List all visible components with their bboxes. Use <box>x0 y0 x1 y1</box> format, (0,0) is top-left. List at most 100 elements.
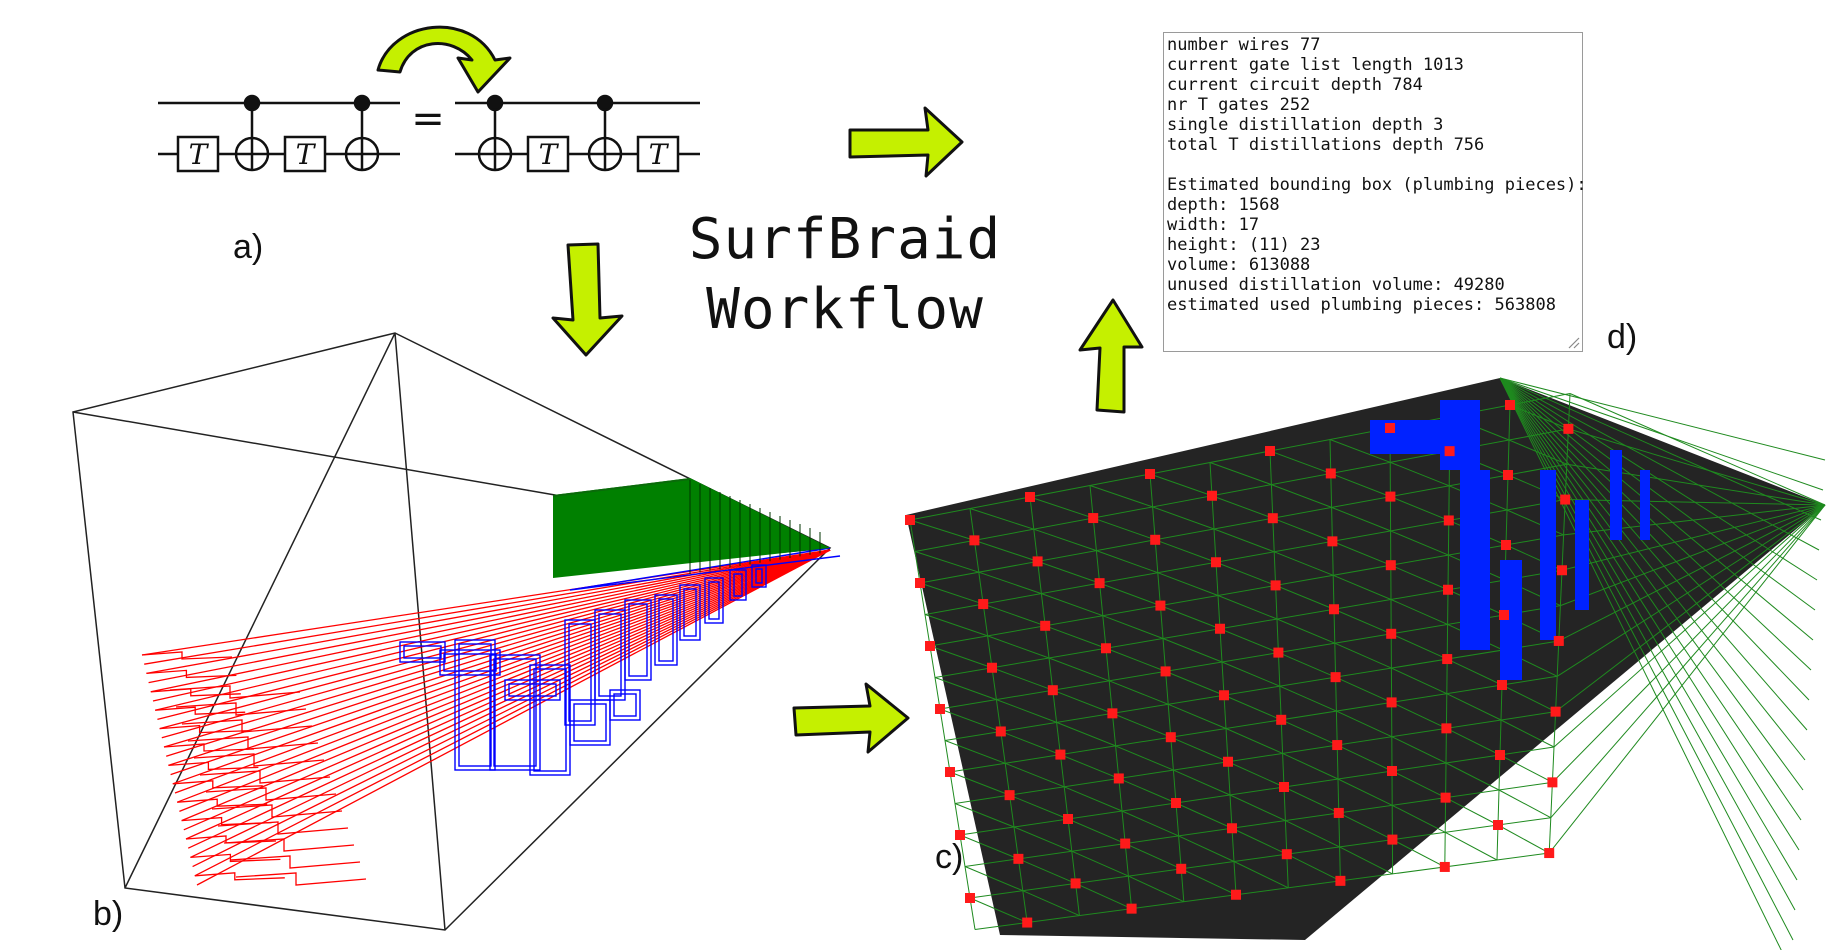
red-defect-cube <box>1215 623 1225 634</box>
lattice-diagonal <box>1229 794 1286 822</box>
red-defect-cube <box>987 662 997 673</box>
red-wire-loop <box>194 872 285 881</box>
blue-braid-loop <box>679 584 701 641</box>
red-defect-cube <box>1107 708 1118 719</box>
lattice-diagonal <box>1223 694 1282 721</box>
lattice-diagonal <box>1227 761 1285 788</box>
blue-braid-loop <box>628 603 648 677</box>
red-defect-cube <box>1444 446 1455 457</box>
lattice-diagonal <box>1105 647 1166 672</box>
red-defect-cube <box>1501 540 1511 550</box>
t-gate-box <box>526 135 570 173</box>
braid-wireframe-render <box>72 332 841 931</box>
lattice-fan-line <box>1499 377 1822 521</box>
lattice-diagonal <box>1333 608 1392 635</box>
lattice-diagonal <box>1067 818 1126 845</box>
lattice-diagonal <box>1390 530 1449 556</box>
lattice-row-line <box>974 852 1550 930</box>
resize-grip-icon[interactable] <box>1566 335 1580 349</box>
lattice-diagonal <box>1178 835 1235 862</box>
lattice-row-line <box>949 675 1558 773</box>
lattice-row-line <box>959 746 1555 836</box>
lattice-diagonal <box>1180 868 1237 896</box>
lattice-diagonal <box>1500 719 1555 748</box>
lattice-diagonal <box>1165 670 1225 696</box>
lattice-diagonal <box>1274 551 1334 576</box>
red-wire <box>174 549 831 794</box>
lattice-depth-line <box>1556 504 1826 677</box>
lattice-diagonal <box>1215 561 1276 586</box>
red-defect-cube <box>1281 849 1292 860</box>
red-defect-cube <box>1499 610 1509 620</box>
lattice-diagonal <box>1173 769 1231 796</box>
red-wire <box>141 549 831 656</box>
lattice-diagonal <box>1446 727 1501 756</box>
red-defect-cube <box>1443 584 1453 595</box>
stats-line: height: (11) 23 <box>1167 235 1321 255</box>
red-defect-cube <box>1267 513 1278 524</box>
red-defect-cube <box>925 641 935 651</box>
red-defect-cube <box>1329 604 1339 615</box>
lattice-depth-line <box>1560 504 1826 607</box>
lattice-fan-line <box>1499 377 1796 911</box>
lattice-diagonal <box>1009 794 1069 820</box>
right-arrow-icon <box>848 106 964 178</box>
blue-braid-block <box>1640 470 1650 540</box>
red-wire-loop <box>229 855 361 869</box>
figure-title: SurfBraid Workflow <box>640 205 1050 345</box>
red-wire-loop <box>205 787 337 801</box>
cnot-control-dot <box>486 94 504 112</box>
title-line-1: SurfBraid <box>688 207 1002 272</box>
red-wire <box>181 549 831 822</box>
lattice-diagonal <box>909 519 975 541</box>
red-defect-cube <box>1557 565 1567 576</box>
red-defect-cube <box>1385 560 1396 571</box>
lattice-diagonal <box>1102 615 1164 639</box>
right-arrow-icon <box>792 682 910 754</box>
lattice-diagonal <box>1332 540 1391 566</box>
red-defect-cube <box>1207 490 1217 501</box>
lattice-col-line <box>1329 439 1341 881</box>
red-wire-loop <box>155 706 246 715</box>
lattice-col-line <box>1269 450 1289 888</box>
red-defect-cube <box>1094 578 1105 589</box>
lattice-fan-line <box>1499 377 1800 851</box>
lattice-fan-line <box>1499 377 1814 641</box>
red-defect-cube <box>1165 732 1176 743</box>
lattice-diagonal <box>1211 495 1273 519</box>
lattice-diagonal <box>1037 560 1100 584</box>
lattice-diagonal <box>1121 810 1179 837</box>
red-wire <box>172 549 831 785</box>
red-wire <box>161 549 831 739</box>
lattice-diagonal <box>991 667 1053 691</box>
red-defect-cube <box>1070 878 1081 889</box>
red-defect-cube <box>1550 706 1561 717</box>
lattice-diagonal <box>1052 689 1113 714</box>
lattice-col-line <box>1548 393 1571 854</box>
blue-braid-loop <box>683 588 697 637</box>
blue-braid-loop <box>708 581 720 620</box>
lattice-diagonal <box>924 614 988 637</box>
red-wire-loop <box>187 736 319 750</box>
red-wire <box>144 549 831 665</box>
lattice-diagonal <box>978 571 1042 595</box>
equals-sign: = <box>411 96 445 142</box>
red-wire <box>155 549 831 711</box>
lattice-diagonal <box>1152 506 1215 530</box>
lattice-diagonal <box>1013 826 1072 852</box>
red-wire <box>192 549 831 868</box>
blue-braid-loop <box>658 598 674 662</box>
up-arrow-icon <box>1078 298 1144 414</box>
lattice-diagonal <box>1334 642 1392 669</box>
lattice-depth-line <box>1558 504 1826 642</box>
blue-braid-loop <box>755 568 763 584</box>
red-wire-loop <box>150 688 241 697</box>
lattice-col-line <box>1029 496 1080 916</box>
lattice-depth-line <box>1548 504 1826 854</box>
red-wire <box>146 549 831 675</box>
blue-braid-loop <box>609 689 641 721</box>
red-wire-loop <box>163 743 255 752</box>
down-arrow-icon <box>551 242 624 357</box>
